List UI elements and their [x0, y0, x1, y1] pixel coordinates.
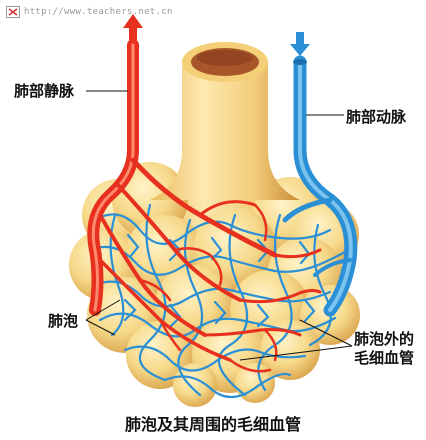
label-capillaries-line2: 毛细血管 [354, 349, 414, 368]
label-capillaries-line1: 肺泡外的 [354, 330, 414, 349]
label-capillaries: 肺泡外的 毛细血管 [354, 330, 414, 368]
figure-caption: 肺泡及其周围的毛细血管 [0, 411, 426, 435]
label-pulmonary-artery: 肺部动脉 [346, 106, 406, 127]
vein-outflow-arrow-icon [123, 14, 143, 40]
label-pulmonary-vein: 肺部静脉 [14, 80, 74, 101]
label-alveolus: 肺泡 [48, 310, 78, 331]
artery-inflow-arrow-icon [290, 32, 310, 56]
